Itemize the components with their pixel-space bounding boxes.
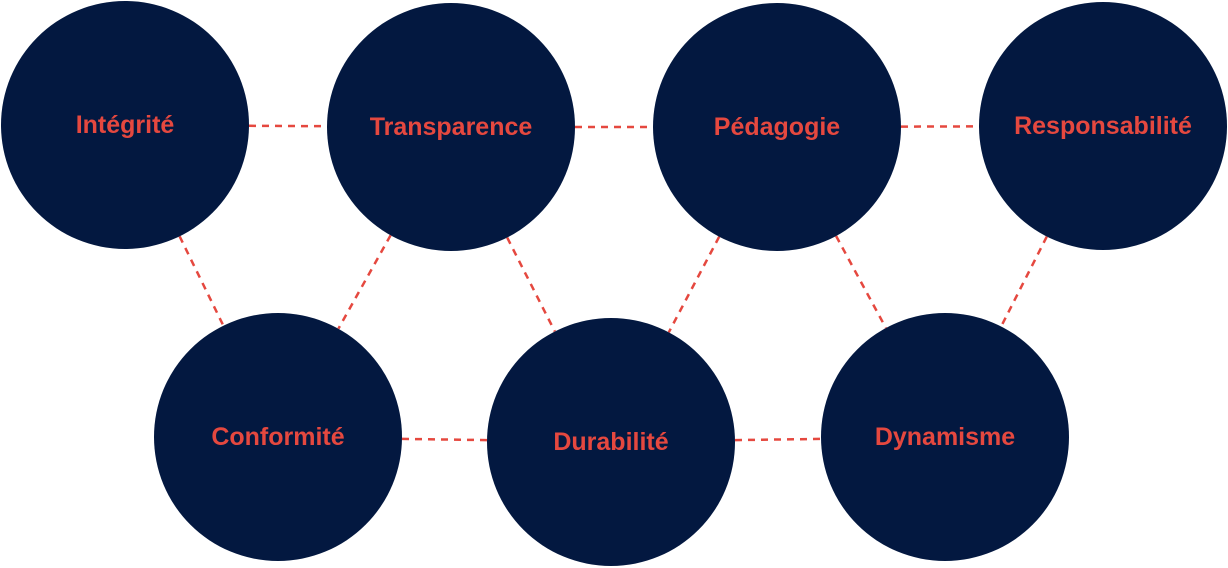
- connector-integrite-conformite: [178, 235, 225, 327]
- node-responsabilite: Responsabilité: [979, 2, 1227, 250]
- connector-pedagogie-durabilite: [667, 236, 721, 333]
- connector-conformite-durabilite: [401, 437, 488, 442]
- connector-transparence-conformite: [337, 234, 392, 330]
- node-circle-dynamisme: [821, 313, 1069, 561]
- connectors-layer: [178, 124, 1048, 442]
- node-label-durabilite: Durabilité: [553, 428, 668, 456]
- connector-responsabilite-dynamisme: [1000, 236, 1048, 327]
- node-integrite: Intégrité: [1, 1, 249, 249]
- node-circle-integrite: [1, 1, 249, 249]
- node-label-pedagogie: Pédagogie: [714, 113, 841, 141]
- connector-transparence-durabilite: [506, 237, 556, 332]
- node-label-responsabilite: Responsabilité: [1014, 112, 1192, 140]
- connector-pedagogie-dynamisme: [835, 235, 887, 329]
- node-circle-conformite: [154, 313, 402, 561]
- node-pedagogie: Pédagogie: [653, 3, 901, 251]
- node-label-transparence: Transparence: [370, 113, 533, 141]
- node-label-dynamisme: Dynamisme: [875, 423, 1015, 451]
- node-durabilite: Durabilité: [487, 318, 735, 566]
- node-circle-transparence: [327, 3, 575, 251]
- node-label-conformite: Conformité: [211, 423, 344, 451]
- node-label-integrite: Intégrité: [76, 111, 175, 139]
- node-circle-pedagogie: [653, 3, 901, 251]
- node-conformite: Conformité: [154, 313, 402, 561]
- connector-durabilite-dynamisme: [734, 437, 822, 442]
- node-transparence: Transparence: [327, 3, 575, 251]
- node-circle-durabilite: [487, 318, 735, 566]
- node-circle-responsabilite: [979, 2, 1227, 250]
- node-dynamisme: Dynamisme: [821, 313, 1069, 561]
